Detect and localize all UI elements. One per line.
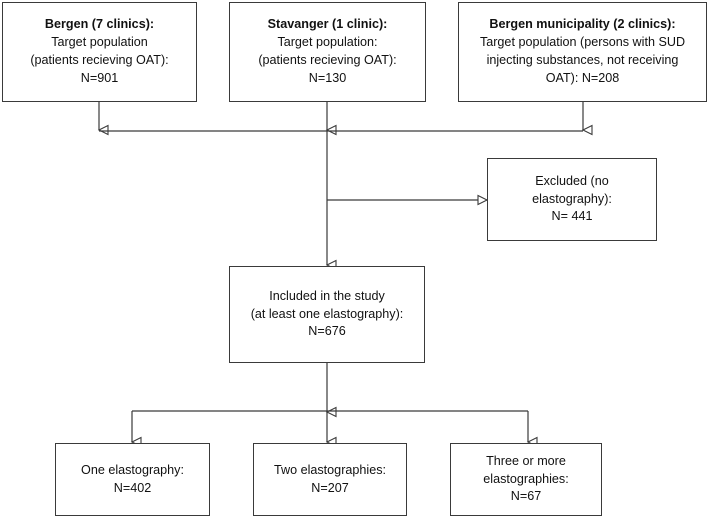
stavanger-clinic-line-1: Stavanger (1 clinic):: [267, 17, 388, 32]
two-elastographies-line-1: Two elastographies:: [273, 462, 386, 477]
three-or-more-elastographies-box: Three or more elastographies: N=67: [450, 443, 602, 516]
bergen-municipality-count: OAT): N=208: [545, 70, 620, 85]
bergen-clinics-line-1: Bergen (7 clinics):: [44, 17, 155, 32]
excluded-line-2: elastography):: [532, 191, 612, 206]
three-or-more-count: N=67: [510, 489, 542, 504]
stavanger-clinic-count: N=130: [308, 70, 347, 85]
bergen-clinics-line-2: Target population: [51, 35, 148, 50]
bergen-clinics-line-3: (patients recieving OAT):: [30, 53, 169, 67]
included-line-2: (at least one elastography):: [250, 306, 404, 321]
one-elastography-line-1: One elastography:: [81, 462, 184, 477]
included-count: N=676: [308, 324, 346, 339]
two-elastographies-count: N=207: [311, 480, 349, 495]
three-or-more-line-2: elastographies:: [483, 471, 569, 486]
three-or-more-line-1: Three or more: [486, 453, 566, 468]
excluded-line-1: Excluded (no: [535, 173, 609, 188]
included-line-1: Included in the study: [269, 288, 385, 303]
bergen-clinics-box: Bergen (7 clinics): Target population (p…: [2, 2, 197, 102]
bergen-municipality-line-2: Target population (persons with SUD: [479, 35, 686, 50]
bergen-clinics-count: N=901: [80, 70, 119, 85]
included-box: Included in the study (at least one elas…: [229, 266, 425, 363]
stavanger-clinic-box: Stavanger (1 clinic): Target population:…: [229, 2, 426, 102]
bergen-municipality-box: Bergen municipality (2 clinics): Target …: [458, 2, 707, 102]
bergen-municipality-line-3: injecting substances, not receiving: [486, 53, 679, 67]
stavanger-clinic-line-2: Target population:: [277, 35, 378, 50]
excluded-box: Excluded (no elastography): N= 441: [487, 158, 657, 241]
one-elastography-count: N=402: [113, 480, 152, 495]
excluded-count: N= 441: [551, 209, 593, 224]
bergen-municipality-line-1: Bergen municipality (2 clinics):: [489, 17, 676, 32]
stavanger-clinic-line-3: (patients recieving OAT):: [258, 53, 397, 67]
one-elastography-box: One elastography: N=402: [55, 443, 210, 516]
two-elastographies-box: Two elastographies: N=207: [253, 443, 407, 516]
